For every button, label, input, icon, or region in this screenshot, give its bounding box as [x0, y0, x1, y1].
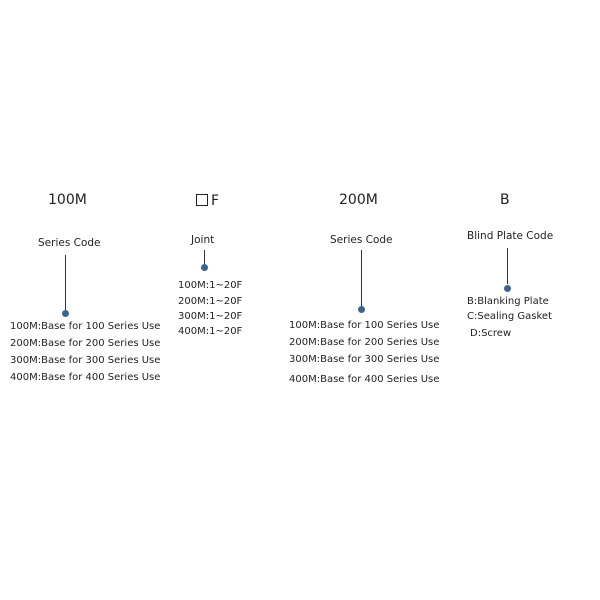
option-b-3: D:Screw: [470, 328, 512, 339]
series-code-label-1: Series Code: [38, 237, 101, 249]
code-200m: 200M: [339, 192, 378, 208]
option-joint-3: 300M:1~20F: [178, 311, 243, 322]
connector-dot-4: [504, 285, 511, 292]
option-100m-1: 100M:Base for 100 Series Use: [10, 321, 161, 332]
connector-dot-2: [201, 264, 208, 271]
code-joint-f: F: [196, 193, 219, 209]
square-box-icon: [196, 194, 208, 206]
code-b: B: [500, 192, 510, 208]
option-b-1: B:Blanking Plate: [467, 296, 549, 307]
option-joint-2: 200M:1~20F: [178, 296, 243, 307]
connector-line-1: [65, 255, 66, 310]
option-b-2: C:Sealing Gasket: [467, 311, 552, 322]
connector-line-4: [507, 248, 508, 284]
connector-dot-1: [62, 310, 69, 317]
option-200m-3: 300M:Base for 300 Series Use: [289, 354, 440, 365]
option-100m-4: 400M:Base for 400 Series Use: [10, 372, 161, 383]
connector-line-2: [204, 250, 205, 264]
option-200m-2: 200M:Base for 200 Series Use: [289, 337, 440, 348]
blind-plate-code-label: Blind Plate Code: [467, 230, 554, 242]
connector-dot-3: [358, 306, 365, 313]
option-100m-2: 200M:Base for 200 Series Use: [10, 338, 161, 349]
code-joint-f-text: F: [211, 193, 220, 209]
series-code-label-2: Series Code: [330, 234, 393, 246]
option-200m-4: 400M:Base for 400 Series Use: [289, 374, 440, 385]
option-200m-1: 100M:Base for 100 Series Use: [289, 320, 440, 331]
option-100m-3: 300M:Base for 300 Series Use: [10, 355, 161, 366]
code-100m: 100M: [48, 192, 87, 208]
option-joint-4: 400M:1~20F: [178, 326, 243, 337]
connector-line-3: [361, 250, 362, 306]
option-joint-1: 100M:1~20F: [178, 280, 243, 291]
joint-label: Joint: [191, 234, 215, 246]
